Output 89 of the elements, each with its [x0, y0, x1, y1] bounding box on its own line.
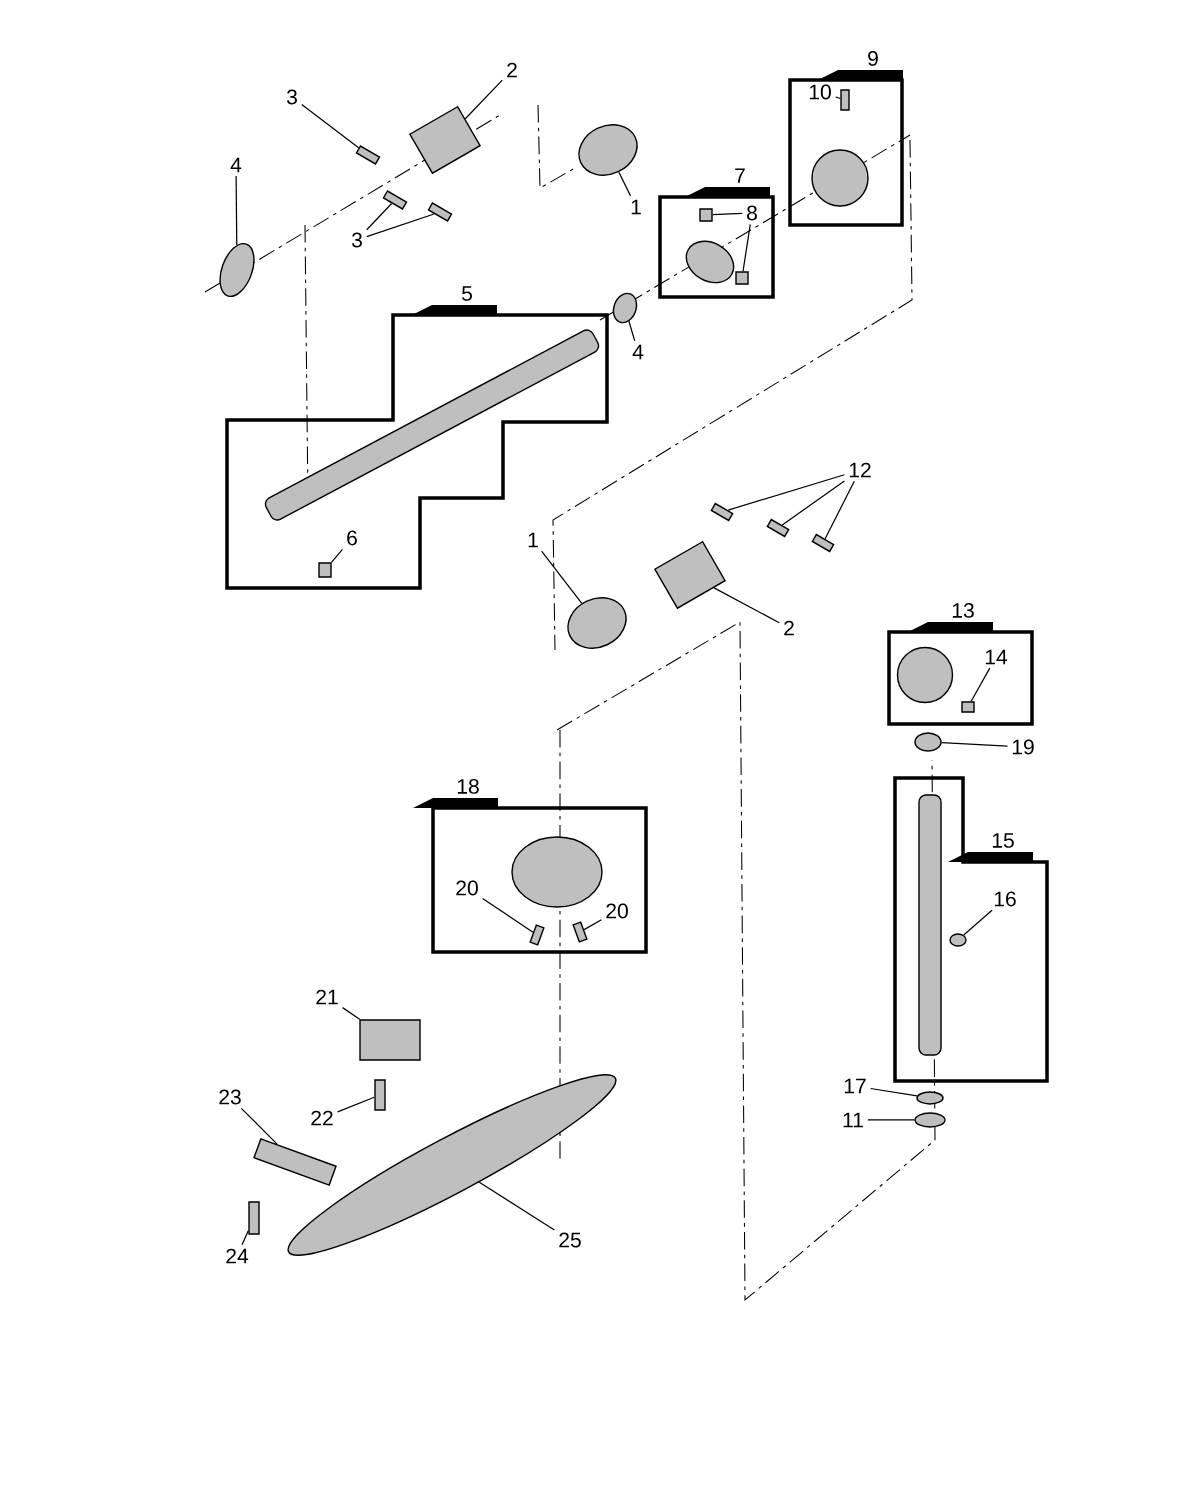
- leader-line: [867, 1119, 915, 1121]
- callout-number: 24: [226, 1248, 249, 1264]
- part-drawing: [918, 794, 942, 1056]
- leader-line: [781, 480, 846, 526]
- callout-number: 10: [809, 84, 831, 100]
- leader-line: [742, 223, 751, 272]
- callout-number: 8: [747, 205, 757, 221]
- node-label: 7: [735, 168, 745, 183]
- callout-number: 11: [843, 1112, 863, 1128]
- part-drawing: [572, 921, 588, 943]
- callout-number: 2: [784, 620, 794, 636]
- leader-line: [366, 213, 435, 238]
- part-drawing: [264, 329, 600, 521]
- leader-line: [941, 742, 1009, 747]
- part-drawing: [916, 1091, 944, 1105]
- leader-line: [712, 212, 743, 216]
- part-drawing: [914, 1112, 946, 1128]
- leader-line: [366, 202, 393, 231]
- leader-line: [240, 1107, 278, 1145]
- part-drawing: [427, 202, 453, 222]
- leader-line: [301, 103, 360, 149]
- part-drawing: [811, 149, 869, 207]
- node-label: 9: [868, 50, 878, 66]
- part-drawing: [529, 924, 545, 946]
- callout-number: 3: [351, 232, 362, 248]
- part-drawing: [253, 1138, 337, 1186]
- leader-line: [337, 1096, 375, 1113]
- part-drawing: [961, 701, 975, 713]
- callout-number: 21: [316, 989, 338, 1005]
- callout-number: 3: [286, 89, 297, 105]
- leader-line: [342, 1007, 361, 1020]
- part-drawing: [359, 1019, 421, 1061]
- leader-line: [870, 1087, 918, 1097]
- leader-line: [713, 587, 780, 624]
- part-drawing: [248, 1201, 260, 1235]
- part-drawing: [949, 933, 967, 947]
- leader-line: [618, 171, 632, 197]
- callout-number: 20: [606, 903, 628, 919]
- leader-line: [970, 667, 991, 702]
- leader-line: [835, 96, 841, 100]
- leader-line: [235, 175, 238, 246]
- part-drawing: [612, 292, 638, 324]
- callout-number: 22: [311, 1110, 333, 1126]
- part-drawing: [382, 190, 408, 210]
- leader-line: [727, 474, 846, 511]
- callout-number: 25: [559, 1232, 581, 1248]
- callout-number: 4: [632, 344, 644, 360]
- part-drawing: [578, 124, 638, 176]
- callout-number: 4: [230, 157, 242, 173]
- part-drawing: [219, 242, 255, 297]
- part-drawing: [567, 597, 627, 649]
- callout-number: 20: [456, 880, 478, 896]
- leader-line: [583, 919, 603, 931]
- part-drawing: [374, 1079, 386, 1111]
- node-label: 13: [952, 602, 974, 618]
- leader-line: [540, 550, 583, 604]
- node-label: 18: [457, 778, 479, 794]
- callout-number: 1: [528, 532, 538, 548]
- part-drawing: [766, 518, 790, 538]
- leader-line: [464, 79, 503, 120]
- callout-number: 16: [994, 891, 1016, 907]
- callout-number: 17: [844, 1078, 866, 1094]
- leader-line: [824, 480, 855, 540]
- part-drawing: [318, 562, 332, 578]
- part-drawing: [287, 1074, 617, 1256]
- leader-line: [330, 548, 344, 563]
- callout-number: 2: [507, 62, 517, 78]
- leader-line: [963, 909, 993, 936]
- callout-number: 6: [347, 530, 357, 546]
- part-drawing: [511, 836, 603, 908]
- part-drawing: [811, 533, 835, 553]
- callout-number: 23: [219, 1089, 241, 1105]
- callout-number: 19: [1012, 739, 1034, 755]
- part-drawing: [685, 240, 735, 284]
- leader-line: [478, 1181, 556, 1231]
- callout-number: 1: [631, 199, 641, 215]
- part-drawing: [355, 145, 381, 165]
- part-drawing: [735, 271, 749, 285]
- part-drawing: [710, 502, 734, 522]
- part-drawing: [896, 646, 954, 704]
- leader-line: [241, 1230, 249, 1246]
- part-drawing: [699, 208, 713, 222]
- leader-line: [628, 320, 636, 342]
- callout-number: 14: [985, 649, 1008, 665]
- part-drawing: [914, 732, 942, 752]
- leader-line: [482, 897, 534, 933]
- part-drawing: [840, 89, 850, 111]
- callout-number: 12: [849, 462, 871, 478]
- node-label: 5: [461, 286, 472, 301]
